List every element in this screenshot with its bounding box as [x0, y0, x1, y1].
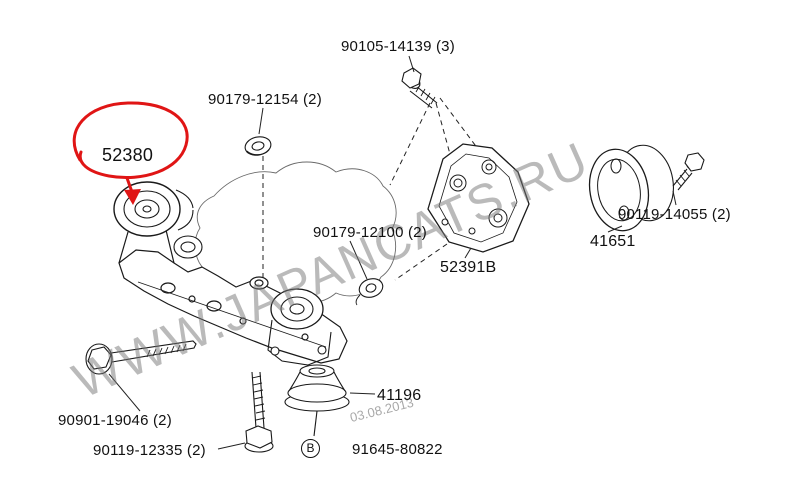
bracket-52391b-drawing	[427, 143, 530, 253]
crossmember-drawing	[118, 229, 348, 364]
clip-90179-12100-drawing	[355, 278, 384, 306]
leader-lines	[108, 55, 677, 450]
bolt-90105-14139-drawing	[401, 67, 438, 109]
part-label-90119-14055: 90119-14055 (2)	[618, 206, 731, 223]
part-label-52391b: 52391B	[440, 259, 497, 276]
part-label-90901-19046: 90901-19046 (2)	[58, 412, 172, 429]
part-label-90119-12335: 90119-12335 (2)	[93, 442, 206, 459]
circled-marker-b: B	[301, 439, 320, 458]
part-label-90105-14139: 90105-14139 (3)	[341, 38, 455, 55]
part-label-52380: 52380	[102, 145, 154, 165]
part-label-41196: 41196	[377, 387, 422, 404]
bolt-90119-14055-drawing	[672, 152, 705, 191]
red-highlight-ellipse	[72, 101, 189, 179]
mount-41196-drawing	[284, 364, 350, 437]
red-highlight-annotation	[72, 101, 189, 205]
bolt-90119-12335-drawing	[244, 371, 274, 453]
bolt-90901-19046-drawing	[85, 340, 197, 375]
clip-90179-12154-drawing	[244, 136, 272, 156]
part-label-90179-12154: 90179-12154 (2)	[208, 91, 322, 108]
red-highlight-arrow-head	[124, 189, 141, 205]
part-label-90179-12100: 90179-12100 (2)	[313, 224, 427, 241]
part-label-91645-80822: 91645-80822	[352, 441, 443, 458]
bushing-small-drawing	[173, 235, 203, 259]
damper-41651-drawing	[588, 144, 674, 232]
part-label-41651: 41651	[590, 233, 636, 250]
bushing-right-drawing	[267, 288, 332, 366]
